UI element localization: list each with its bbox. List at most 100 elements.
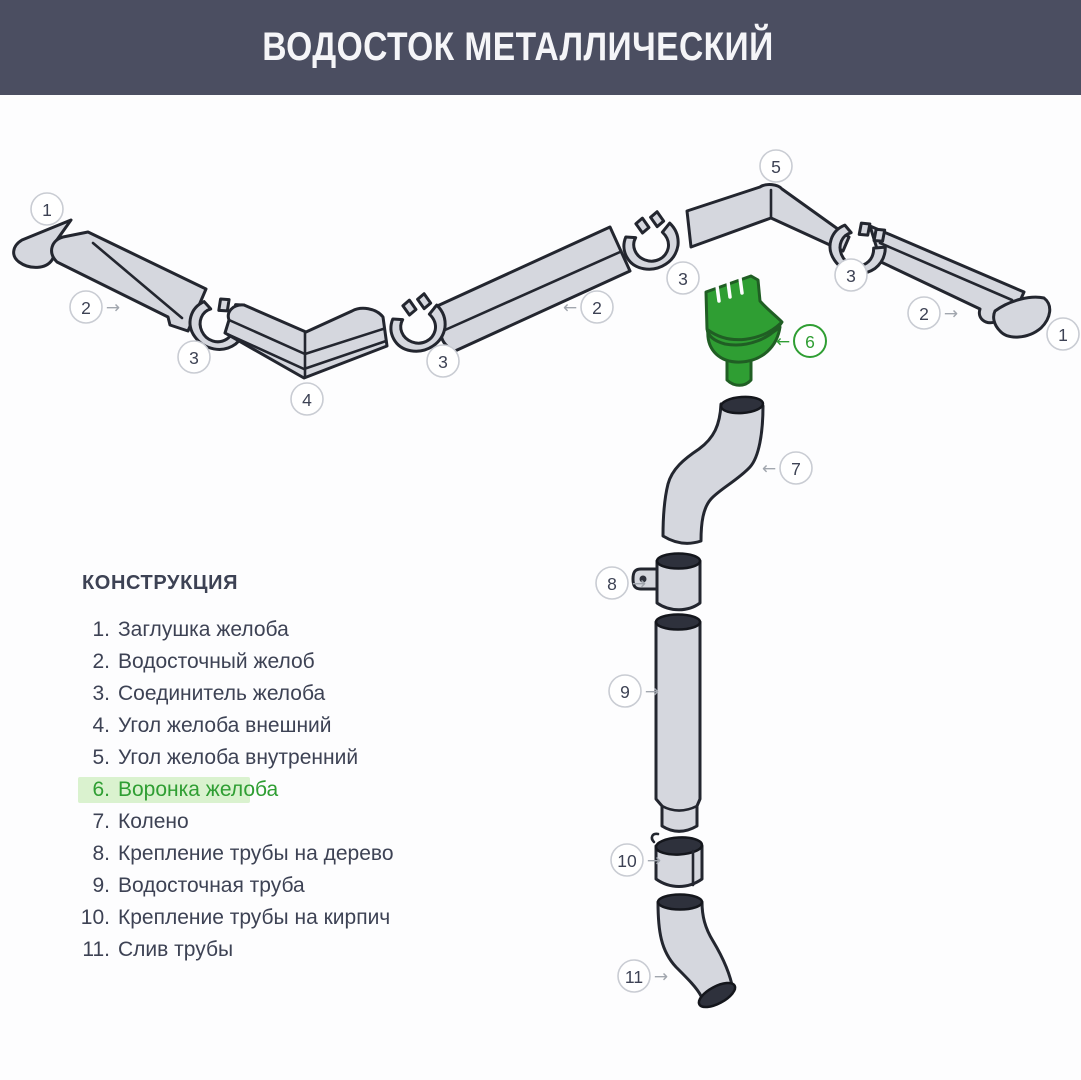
- part-clamp-tree: [631, 552, 702, 612]
- legend-item-label: Заглушка желоба: [118, 618, 289, 641]
- callout-circle: [595, 566, 629, 600]
- part-clamp-brick: [650, 832, 704, 888]
- callout-10: → 10: [610, 843, 661, 877]
- callout-number: 11: [625, 967, 643, 987]
- callout-number: 10: [617, 851, 637, 871]
- legend-item-label: Угол желоба внутренний: [118, 746, 359, 769]
- legend-item-number: 10.: [80, 906, 110, 929]
- legend-item: 2. Водосточный желоб: [62, 646, 394, 678]
- legend-item: 6. Воронка желоба: [62, 774, 394, 806]
- part-gutter-left: [50, 230, 208, 333]
- callout-circle: [426, 344, 460, 378]
- callout-5: 5: [759, 149, 793, 183]
- callout-circle: [580, 290, 614, 324]
- legend-item: 8. Крепление трубы на дерево: [62, 838, 394, 870]
- callout-3-right: 3: [834, 258, 868, 292]
- legend-item: 9. Водосточная труба: [62, 870, 394, 902]
- callout-2-left: →2: [69, 290, 120, 324]
- arrow-right-icon: →: [632, 574, 646, 594]
- arrow-right-icon: →: [654, 967, 668, 987]
- callout-circle: [834, 258, 868, 292]
- legend-item-number: 1.: [92, 618, 110, 641]
- callout-6: ←6: [776, 324, 827, 358]
- part-corner-outer: [223, 303, 389, 380]
- callout-circle: [30, 192, 64, 226]
- callout-circle: [793, 324, 827, 358]
- callout-circle: [666, 261, 700, 295]
- arrow-right-icon: →: [106, 298, 120, 318]
- legend-item-number: 8.: [92, 842, 110, 865]
- callout-number: 4: [302, 390, 312, 410]
- legend-item: 10.Крепление трубы на кирпич: [62, 902, 394, 934]
- legend-list: 1. Заглушка желоба 2. Водосточный желоб 3.Со…: [62, 614, 394, 966]
- callout-circle: [617, 959, 651, 993]
- arrow-right-icon: →: [645, 682, 659, 702]
- legend-item-number: 9.: [92, 874, 110, 897]
- callout-number: 1: [42, 200, 52, 220]
- arrow-right-icon: →: [647, 851, 661, 871]
- callout-number: 3: [438, 352, 448, 372]
- legend-item-label: Колено: [118, 810, 189, 833]
- callout-3-mid-left: 3: [426, 344, 460, 378]
- callout-number: 2: [592, 298, 602, 318]
- callout-circle: [907, 296, 941, 330]
- part-funnel: [704, 274, 784, 387]
- callout-1-right: 1: [1046, 317, 1080, 351]
- callout-circle: [759, 149, 793, 183]
- callout-8: →8: [595, 566, 646, 600]
- callout-2-right: →2: [907, 296, 958, 330]
- legend-item-number: 5.: [92, 746, 110, 769]
- legend-item-label: Слив трубы: [118, 938, 234, 961]
- callout-circle: [610, 843, 644, 877]
- callout-number: 5: [771, 157, 781, 177]
- legend-title: КОНСТРУКЦИЯ: [82, 572, 239, 594]
- arrow-left-icon: ←: [762, 459, 776, 479]
- callout-number: 3: [846, 266, 856, 286]
- callout-9: →9: [608, 674, 659, 708]
- legend-item-label: Угол желоба внешний: [118, 714, 332, 737]
- callout-circle: [290, 382, 324, 416]
- legend-item: 3.Соединитель желоба: [62, 678, 394, 710]
- legend-item-label: Соединитель желоба: [118, 682, 326, 705]
- legend-item-number: 6.: [92, 778, 110, 801]
- part-outlet: [656, 893, 737, 1009]
- callout-number: 3: [678, 269, 688, 289]
- part-elbow: [661, 395, 765, 545]
- callout-number: 1: [1058, 325, 1068, 345]
- part-corner-inner: [685, 183, 851, 253]
- callout-4: 4: [290, 382, 324, 416]
- callout-7: ←7: [762, 451, 813, 485]
- callout-number: 7: [791, 459, 801, 479]
- callout-number: 2: [81, 298, 91, 318]
- legend-item-label: Водосточный желоб: [118, 650, 315, 673]
- legend-item-number: 2.: [92, 650, 110, 673]
- legend-item-label: Воронка желоба: [118, 778, 279, 801]
- legend-item-number: 11.: [82, 938, 110, 961]
- callout-2-mid: ←2: [563, 290, 614, 324]
- legend-item: 11. Слив трубы: [62, 934, 394, 966]
- legend-item-label: Крепление трубы на дерево: [118, 842, 394, 865]
- arrow-left-icon: ←: [776, 332, 790, 352]
- callout-circle: [608, 674, 642, 708]
- callout-3-mid-right: 3: [666, 261, 700, 295]
- callout-circle: [1046, 317, 1080, 351]
- legend-item: 1. Заглушка желоба: [62, 614, 394, 646]
- legend-item: 7. Колено: [62, 806, 394, 838]
- callout-number: 3: [189, 348, 199, 368]
- arrow-left-icon: ←: [563, 298, 577, 318]
- part-gutter-middle: [433, 225, 632, 353]
- legend-item: 4.Угол желоба внешний: [62, 710, 394, 742]
- callout-circle: [69, 290, 103, 324]
- callout-1-left: 1: [30, 192, 64, 226]
- callout-number: 8: [607, 574, 617, 594]
- legend-item: 5. Угол желоба внутренний: [62, 742, 394, 774]
- callout-number: 9: [620, 682, 630, 702]
- callout-3-left: 3: [177, 340, 211, 374]
- legend-item-label: Водосточная труба: [118, 874, 305, 897]
- legend-item-number: 7.: [92, 810, 110, 833]
- arrow-right-icon: →: [944, 304, 958, 324]
- part-end-cap-right: [992, 295, 1052, 339]
